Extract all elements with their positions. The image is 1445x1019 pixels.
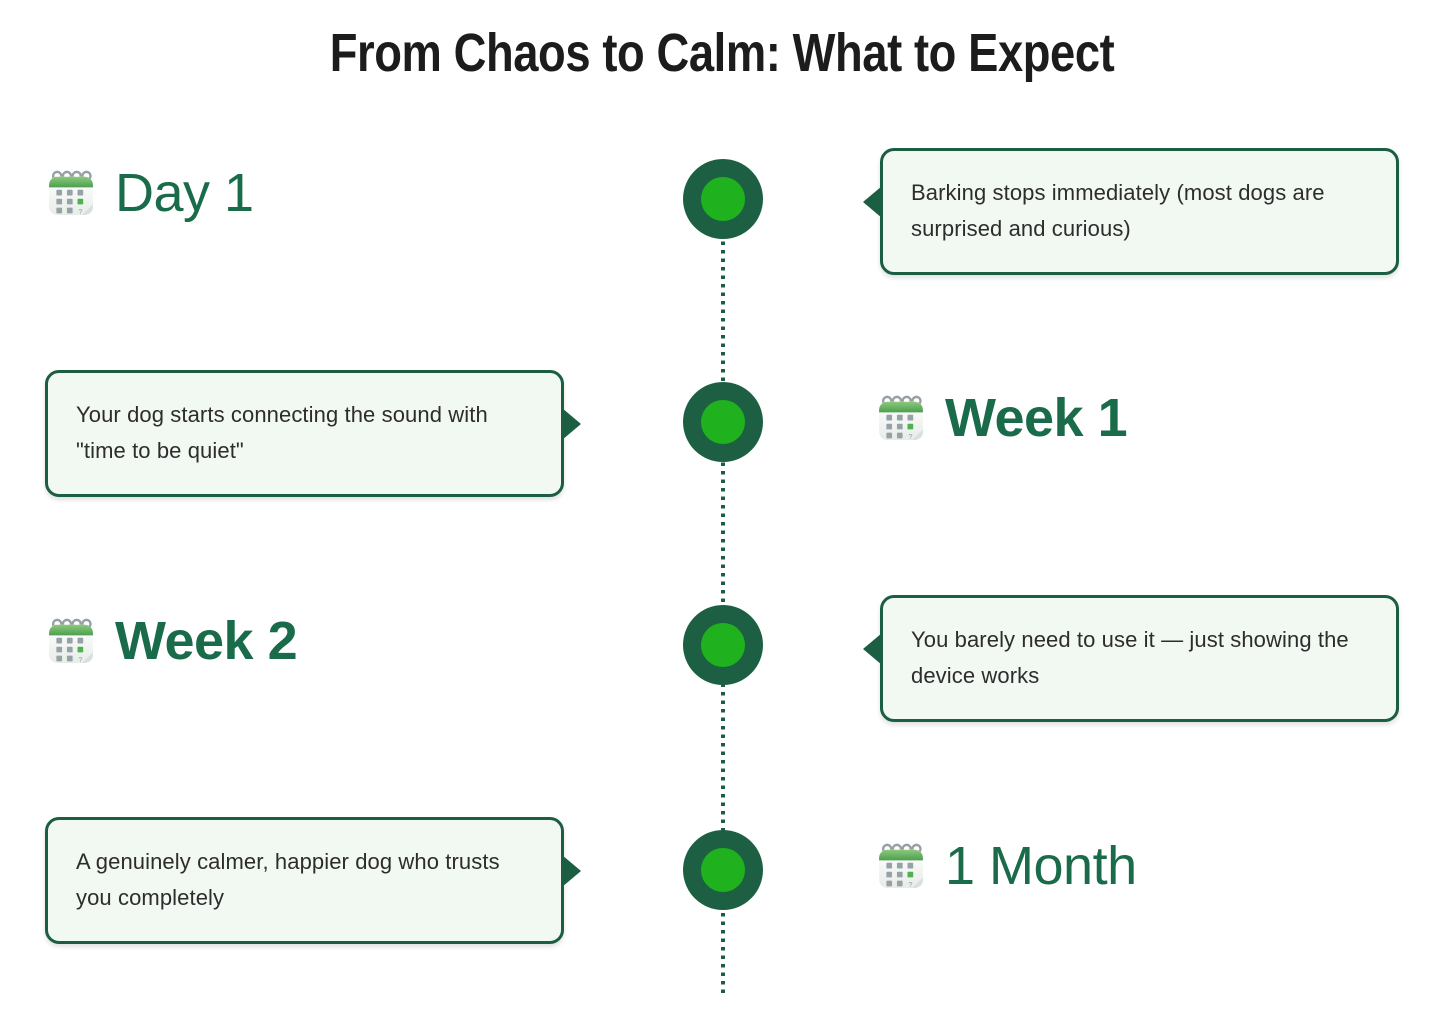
bubble-tail-left	[863, 186, 882, 218]
timeline-node-2	[683, 382, 763, 462]
milestone-note-text: Your dog starts connecting the sound wit…	[76, 402, 488, 463]
milestone-note-bubble-week-2: You barely need to use it — just showing…	[863, 595, 1399, 722]
timeline-node-2-core	[701, 400, 745, 444]
milestone-note-text: Barking stops immediately (most dogs are…	[911, 180, 1325, 241]
page-title-text: From Chaos to Calm: What to Expect	[330, 23, 1115, 83]
milestone-label-text: 1 Month	[945, 836, 1137, 896]
milestone-note-bubble-week-1: Your dog starts connecting the sound wit…	[45, 370, 581, 497]
calendar-icon	[875, 392, 927, 444]
timeline-node-4	[683, 830, 763, 910]
calendar-icon	[45, 167, 97, 219]
bubble-tail-right	[562, 408, 581, 440]
timeline-node-1-core	[701, 177, 745, 221]
timeline-node-1	[683, 159, 763, 239]
milestone-label-text: Day 1	[115, 163, 254, 223]
milestone-label-day-1: Day 1	[45, 158, 254, 228]
milestone-label-1-month: 1 Month	[875, 831, 1137, 901]
milestone-label-week-1: Week 1	[875, 383, 1128, 453]
milestone-note-text: A genuinely calmer, happier dog who trus…	[76, 849, 500, 910]
milestone-note-text: You barely need to use it — just showing…	[911, 627, 1349, 688]
timeline-node-3-core	[701, 623, 745, 667]
milestone-label-week-2: Week 2	[45, 606, 298, 676]
timeline-dotted-line	[721, 199, 725, 993]
bubble-tail-left	[863, 633, 882, 665]
calendar-icon	[45, 615, 97, 667]
calendar-icon	[875, 840, 927, 892]
bubble-tail-right	[562, 855, 581, 887]
milestone-note-bubble-1-month: A genuinely calmer, happier dog who trus…	[45, 817, 581, 944]
timeline-node-3	[683, 605, 763, 685]
milestone-label-text: Week 1	[945, 388, 1128, 448]
milestone-note-bubble-day-1: Barking stops immediately (most dogs are…	[863, 148, 1399, 275]
page-title: From Chaos to Calm: What to Expect	[0, 22, 1445, 84]
milestone-label-text: Week 2	[115, 611, 298, 671]
timeline-node-4-core	[701, 848, 745, 892]
